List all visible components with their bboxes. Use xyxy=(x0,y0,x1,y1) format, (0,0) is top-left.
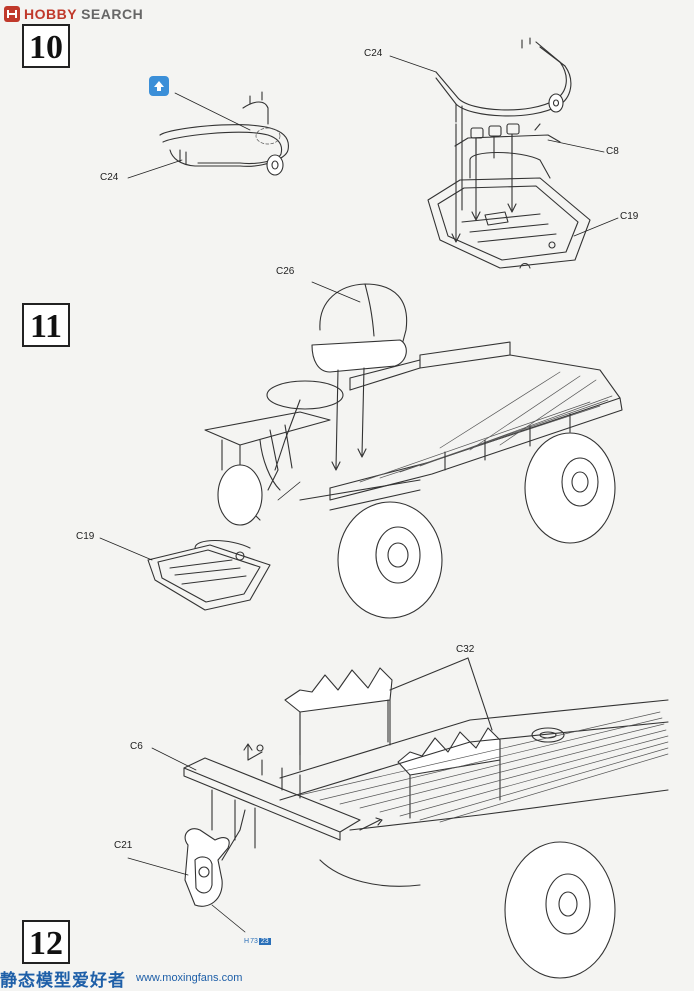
step12-vehicle-bed xyxy=(279,699,669,979)
part-label-c21: C21 xyxy=(114,840,133,851)
step11-seat-arrows xyxy=(331,367,367,471)
brand-suffix: SEARCH xyxy=(81,6,144,22)
step11-c26-leader xyxy=(311,281,361,303)
brand-prefix: HOBBY xyxy=(24,6,78,22)
page-number: H 73 23 xyxy=(244,938,271,945)
step10-c8-pedals xyxy=(454,123,561,161)
part-label-c19-step11: C19 xyxy=(76,531,95,542)
step11-c19-leader xyxy=(99,537,153,561)
page-number-box: 23 xyxy=(258,938,271,945)
watermark-chinese: 静态模型爱好者 xyxy=(0,970,126,990)
step10-left-c24-leader xyxy=(127,159,183,179)
step10-c8-leader xyxy=(547,139,605,153)
part-label-c32: C32 xyxy=(456,644,475,655)
step11-vehicle-body xyxy=(204,341,623,619)
step12-c6-arrows xyxy=(243,743,383,831)
brand-header: HOBBY SEARCH xyxy=(4,5,143,23)
step12-c21-lower-leader xyxy=(211,904,246,933)
step10-c19-step-frame xyxy=(427,151,591,269)
step12-c6-leader xyxy=(151,747,197,771)
step-11-number: 11 xyxy=(22,303,70,347)
step10-badge-leader xyxy=(174,92,251,131)
watermark-url: www.moxingfans.com xyxy=(136,972,243,984)
step12-c6-bumper xyxy=(183,744,361,849)
part-label-c8: C8 xyxy=(606,146,619,157)
part-label-c26: C26 xyxy=(276,266,295,277)
step-12-number: 12 xyxy=(22,920,70,964)
hobbysearch-logo-icon xyxy=(4,6,20,22)
step10-c24-frame xyxy=(435,37,572,125)
step10-assembly-arrows xyxy=(451,123,517,243)
step11-c19-step-frame xyxy=(147,540,271,611)
arrow-up-icon xyxy=(149,76,169,96)
watermark: 静态模型爱好者 www.moxingfans.com xyxy=(0,966,242,990)
step-10-number: 10 xyxy=(22,24,70,68)
part-label-c24-right: C24 xyxy=(364,48,383,59)
step11-step-arrow xyxy=(277,481,301,501)
step10-c19-leader xyxy=(573,217,619,237)
step11-c26-seat xyxy=(311,283,408,373)
part-label-c19-step10: C19 xyxy=(620,211,639,222)
page-number-value: 73 xyxy=(250,938,258,945)
step12-c21-leader xyxy=(127,857,189,876)
page-number-prefix: H xyxy=(244,938,250,945)
part-label-c24-left: C24 xyxy=(100,172,119,183)
step12-c21-tow-hitch xyxy=(184,809,246,907)
step10-right-c24-leader xyxy=(389,55,437,73)
part-label-c6: C6 xyxy=(130,741,143,752)
step10-c24-handrail xyxy=(159,91,289,176)
